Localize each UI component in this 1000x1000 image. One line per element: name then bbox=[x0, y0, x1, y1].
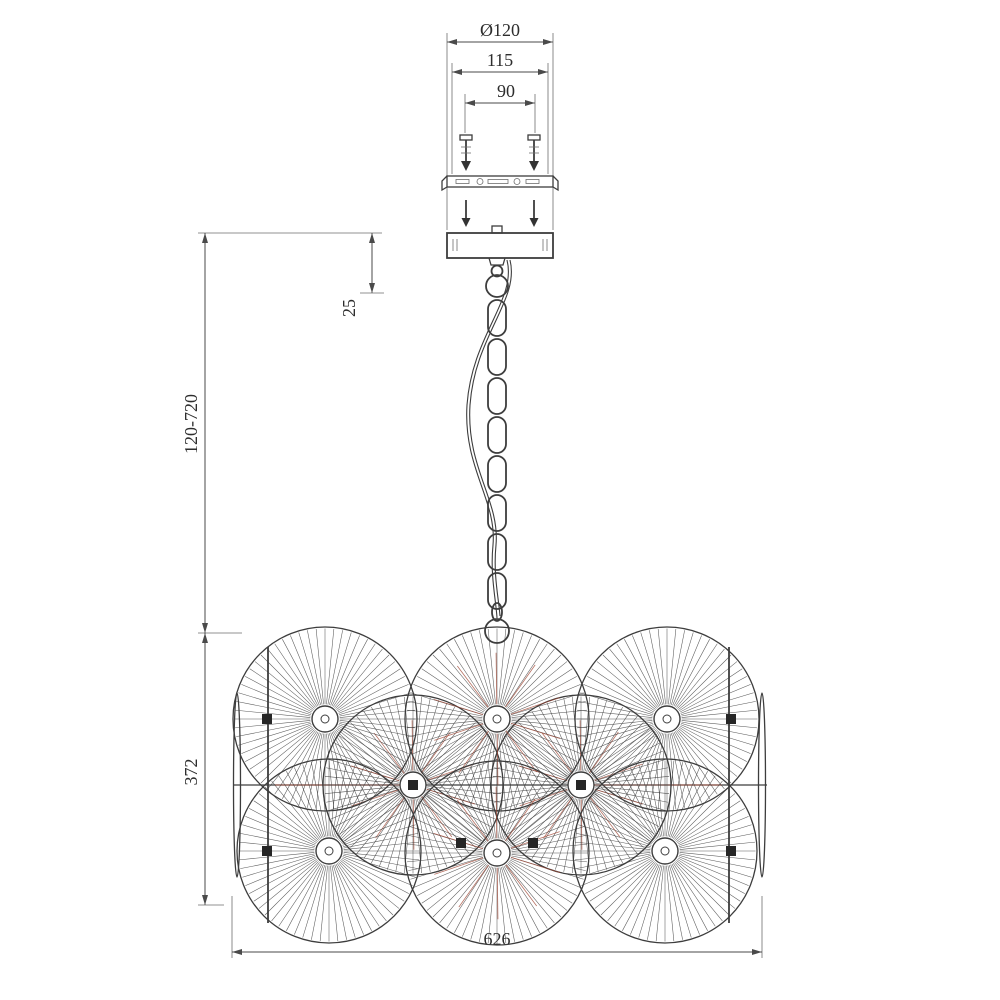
mounting-bracket bbox=[441, 175, 559, 192]
dim-label-canopy-drop: 25 bbox=[339, 299, 359, 317]
bracket-slot bbox=[455, 179, 470, 184]
dim-label-canopy-diameter: Ø120 bbox=[480, 20, 520, 40]
dim-label-bracket-length: 115 bbox=[487, 50, 513, 70]
chandelier-body bbox=[232, 626, 767, 946]
assembly-arrow-left bbox=[461, 200, 471, 227]
suspension-chain bbox=[487, 299, 507, 622]
sunburst-disc-top-left bbox=[232, 626, 418, 812]
bracket-slot bbox=[525, 179, 540, 184]
wall-anchor-right bbox=[527, 134, 541, 171]
assembly-arrow-right bbox=[529, 200, 539, 227]
lamp-holder-node bbox=[262, 714, 272, 724]
side-disc-edge-right bbox=[757, 692, 767, 878]
extension-lines-top bbox=[446, 33, 554, 230]
sunburst-disc-bottom-left bbox=[236, 758, 422, 944]
power-wire bbox=[469, 259, 512, 617]
ceiling-canopy bbox=[446, 225, 554, 266]
sunburst-discs bbox=[232, 626, 760, 946]
lamp-holder-node bbox=[456, 838, 466, 848]
wall-anchor-left bbox=[459, 134, 473, 171]
suspension bbox=[466, 259, 512, 644]
bracket-hole bbox=[476, 178, 484, 185]
dim-label-body-height: 372 bbox=[181, 759, 201, 786]
sunburst-disc-bottom-center bbox=[404, 760, 590, 946]
sunburst-disc-bottom-right bbox=[572, 758, 758, 944]
lamp-holder-node bbox=[528, 838, 538, 848]
dim-label-suspension-range: 120-720 bbox=[181, 394, 201, 454]
canopy-stud bbox=[491, 225, 503, 234]
lamp-holder-node bbox=[726, 714, 736, 724]
mounting-hardware bbox=[441, 134, 559, 298]
lamp-holder-node bbox=[262, 846, 272, 856]
dim-label-hole-spacing: 90 bbox=[497, 81, 515, 101]
canopy-collar bbox=[488, 257, 506, 266]
hanging-ring-top bbox=[485, 274, 509, 298]
lamp-holder-node bbox=[408, 780, 418, 790]
bracket-slot bbox=[487, 179, 509, 184]
dimension-annotations: Ø120 115 90 120-720 372 25 626 bbox=[181, 20, 763, 958]
sunburst-disc-mid-left bbox=[322, 694, 504, 876]
sunburst-disc-top-right bbox=[574, 626, 760, 812]
bracket-hole bbox=[513, 178, 521, 185]
lamp-holder-node bbox=[576, 780, 586, 790]
lamp-holder-nodes bbox=[262, 714, 736, 856]
hook-knob bbox=[490, 264, 504, 278]
lamp-holder-node bbox=[726, 846, 736, 856]
